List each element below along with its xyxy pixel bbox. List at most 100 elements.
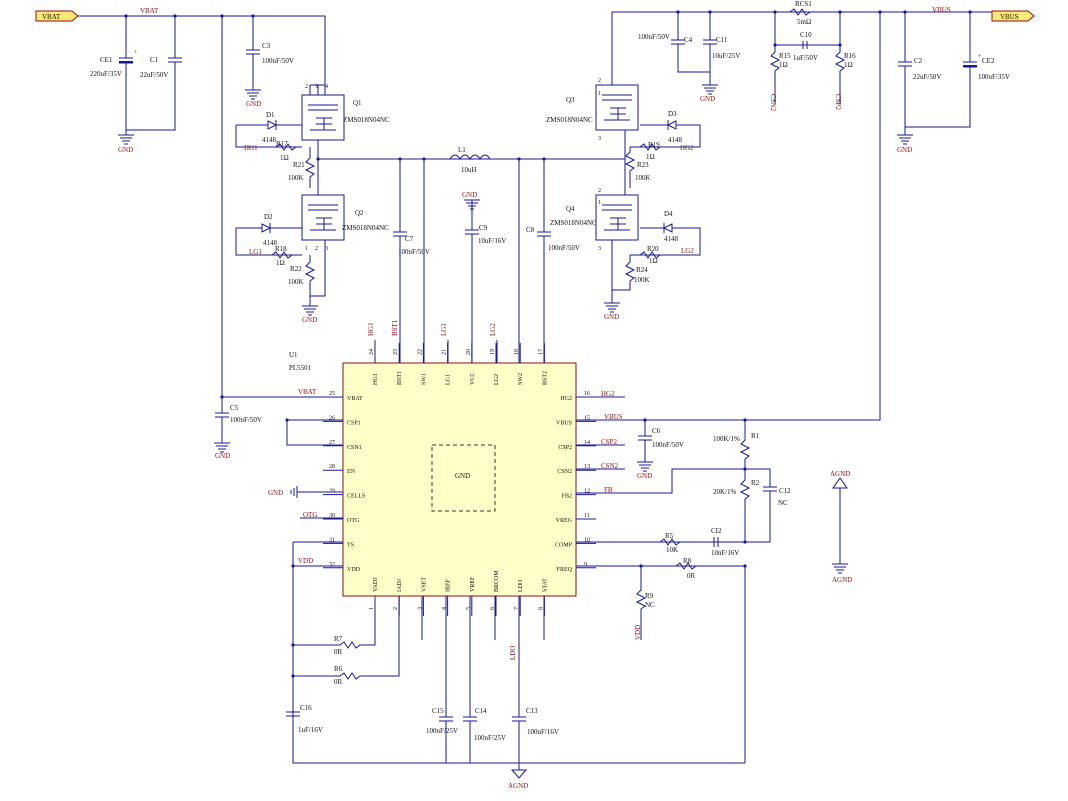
svg-text:100nF/50V: 100nF/50V [398,248,430,256]
svg-text:+: + [134,50,138,56]
resistor-r23: R23 100K [624,147,651,188]
resistor-r8: R8 0R [675,557,697,580]
capacitor-c15: C15 100nF/25V [426,620,458,763]
capacitor-c4: C4 100nF/50V [638,12,710,73]
capacitor-c8: C8 100nF/50V [518,159,580,363]
net-hg1: HG1 [244,144,258,152]
svg-text:FB: FB [604,486,613,494]
svg-text:C3: C3 [262,42,271,50]
pin-num-13: 13 [584,464,590,470]
svg-text:1Ω: 1Ω [649,257,658,265]
svg-text:100K: 100K [635,174,651,182]
pin-num-1: 1 [369,607,375,610]
svg-text:3: 3 [598,246,601,252]
pin-name-vset: VSET [421,577,427,592]
svg-text:10uF/16V: 10uF/16V [478,237,506,245]
pin-name-hg1: HG1 [373,373,379,385]
svg-text:C16: C16 [300,704,312,712]
svg-text:1: 1 [598,91,601,97]
vbus-port-label: VBUS [1000,13,1019,21]
capacitor-c2: C2 22uF/50V GND [897,12,941,154]
svg-text:C4: C4 [684,36,693,44]
agnd-right: AGND AGND [830,470,852,584]
svg-text:C14: C14 [475,707,487,715]
ce1-ref: CE1 [100,56,113,64]
resistor-r5: R5 10K [659,532,681,554]
resistor-r7: R7 0R [293,620,376,656]
svg-text:RCS1: RCS1 [795,0,812,8]
capacitor-c7: C7 100nF/50V [393,159,430,363]
capacitor-ci2: CI2 10nF/16V [711,527,739,557]
svg-text:C2: C2 [914,57,923,65]
svg-text:5mΩ: 5mΩ [797,18,811,26]
svg-text:D2: D2 [264,213,273,221]
svg-text:GND: GND [604,313,619,321]
svg-text:R19: R19 [648,141,660,149]
pin-name-bst2: BST2 [542,371,548,385]
svg-text:NC: NC [778,499,788,507]
svg-text:10uH: 10uH [461,166,477,174]
net-vbat-top: VBAT [140,7,159,15]
svg-text:1Ω: 1Ω [280,154,289,162]
vbat-port-label: VBAT [42,13,61,21]
svg-text:100nF/25V: 100nF/25V [426,727,458,735]
svg-text:GND: GND [215,452,230,460]
svg-text:LDO: LDO [509,646,517,660]
pin-name-otg: OTG [347,518,360,524]
pin-num-8: 8 [538,607,544,610]
svg-text:1uF/16V: 1uF/16V [298,726,323,734]
svg-text:HG1: HG1 [367,322,375,336]
svg-text:4148: 4148 [668,136,683,144]
pin-name-csn2: CSN2 [557,469,572,475]
pin-num-21: 21 [442,349,448,355]
svg-text:D4: D4 [664,210,673,218]
svg-text:R23: R23 [637,161,649,169]
ic-ref: U1 [289,351,298,359]
pin-num-5: 5 [466,607,472,610]
vbat-port[interactable]: VBAT [35,10,79,22]
svg-text:GND: GND [118,146,133,154]
pin-name-sw1: SW1 [421,373,427,385]
pin-num-11: 11 [584,513,590,519]
svg-text:GND: GND [302,316,317,324]
svg-text:HG2: HG2 [601,390,615,398]
svg-text:R2: R2 [751,479,760,487]
pin-num-6: 6 [490,607,496,610]
diode-d4: D4 4148 [630,210,701,256]
svg-text:C13: C13 [526,707,538,715]
pin-num-16: 16 [584,391,590,397]
vbus-port[interactable]: VBUS [991,10,1035,22]
svg-text:R9: R9 [645,592,654,600]
svg-text:AGND: AGND [830,470,850,478]
pin-name-vbat: VBAT [347,396,363,402]
pin-num-2: 2 [393,607,399,610]
svg-text:CE2: CE2 [982,57,995,65]
c1-value: 22uF/50V [140,71,168,79]
svg-text:100K/1%: 100K/1% [713,435,740,443]
svg-text:100K: 100K [288,174,304,182]
svg-text:ZMS018N04NC: ZMS018N04NC [343,116,390,124]
mosfet-q1: 2 3 4 Q1 ZMS018N04NC [301,84,390,141]
svg-text:GND: GND [268,489,283,497]
svg-text:R16: R16 [844,52,856,60]
pin-name-fb2: FB2 [562,494,572,500]
svg-text:ZMS018N04NC: ZMS018N04NC [342,224,389,232]
svg-text:OTG: OTG [303,511,317,519]
svg-text:20K/1%: 20K/1% [713,488,737,496]
svg-text:1Ω: 1Ω [646,153,655,161]
capacitor-c1: C1 22uF/50V [126,16,182,131]
pin-num-31: 31 [329,537,335,543]
capacitor-c14: C14 100nF/25V [463,620,506,763]
cells-gnd: GND [268,486,343,498]
pin-name-lg2: LG2 [494,374,500,385]
mosfet-q4: 2 1 3 Q4 ZMS018N04NC [550,188,639,252]
svg-text:R6: R6 [334,665,343,673]
svg-text:100nF/50V: 100nF/50V [652,441,684,449]
pin-num-20: 20 [466,349,472,355]
resistor-r19: R19 1Ω [639,141,661,161]
inductor-l1: L1 10uH [449,146,491,174]
svg-text:1Ω: 1Ω [276,259,285,267]
capacitor-c13: C13 100nF/16V LDO [509,620,559,763]
svg-text:AGND: AGND [508,782,528,790]
